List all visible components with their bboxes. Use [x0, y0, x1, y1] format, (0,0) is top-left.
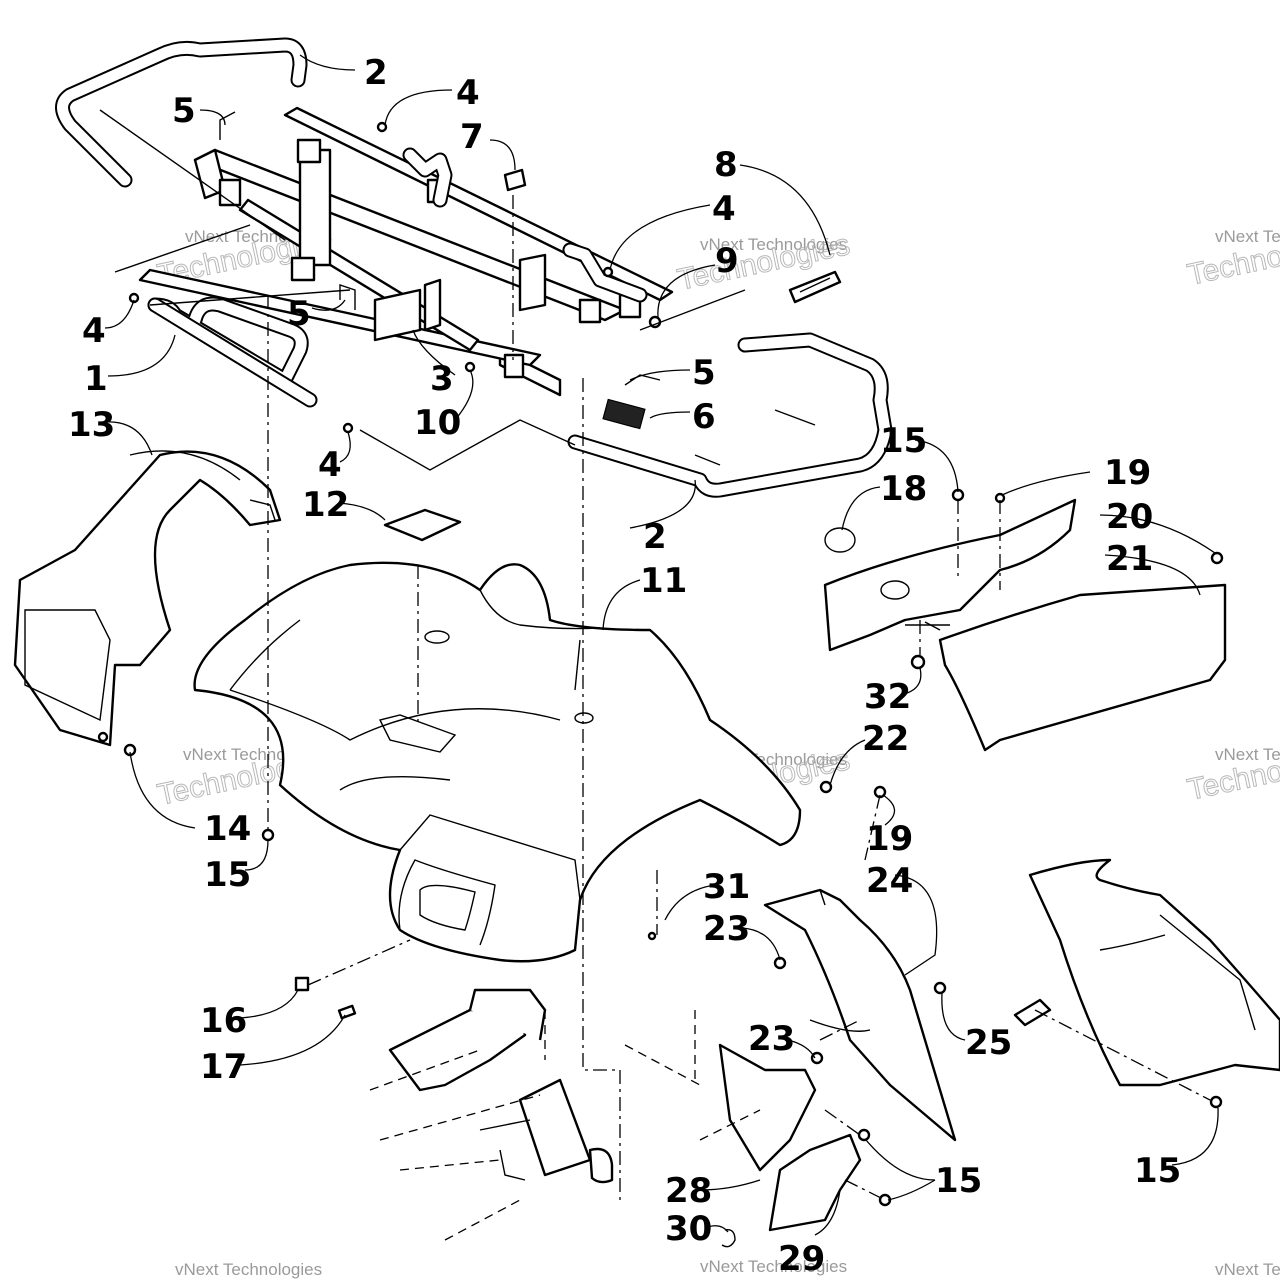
left-rear-panel [13, 450, 282, 747]
decal-part-12 [383, 508, 462, 542]
callout-label: 8 [714, 145, 738, 185]
callout-label: 4 [456, 73, 480, 113]
callout-label: 30 [665, 1209, 712, 1249]
callout-label: 11 [640, 561, 687, 601]
callout-label: 23 [703, 909, 750, 949]
callout-label: 3 [430, 359, 454, 399]
right-side-panels [823, 498, 1227, 752]
callout-label: 12 [302, 485, 349, 525]
watermark-text: vNext Technologies [175, 1260, 322, 1279]
callout-label: 20 [1106, 497, 1153, 537]
callout-label: 18 [880, 469, 927, 509]
callout-label: 22 [862, 719, 909, 759]
callout-label: 15 [204, 855, 251, 895]
callout-label: 5 [172, 91, 196, 131]
callout-label: 10 [414, 403, 461, 443]
callouts: 2 4 5 7 8 4 9 4 5 1 3 5 13 10 6 4 15 19 … [68, 53, 1181, 1279]
callout-label: 2 [364, 53, 388, 93]
rear-fender-body [193, 561, 802, 963]
rear-rack [55, 37, 893, 498]
callout-label: 9 [715, 241, 739, 281]
watermark-text: vNext Technologies [700, 1257, 847, 1276]
hardware [97, 121, 1224, 1248]
watermark-text: vNext Technologies [700, 235, 847, 254]
callout-label: 2 [643, 517, 667, 557]
callout-label: 17 [200, 1047, 247, 1087]
leader-lines [104, 54, 1219, 1236]
callout-label: 5 [287, 294, 311, 334]
watermark-text: vNext Technologies [1215, 227, 1280, 246]
callout-label: 19 [866, 819, 913, 859]
callout-label: 14 [204, 809, 251, 849]
far-right-fender-piece [1028, 858, 1280, 1087]
callout-label: 13 [68, 405, 115, 445]
callout-label: 19 [1104, 453, 1151, 493]
callout-label: 23 [748, 1019, 795, 1059]
callout-label: 15 [1134, 1151, 1181, 1191]
callout-label: 7 [460, 117, 484, 157]
watermark-text: vNext Technologies [1215, 745, 1280, 764]
callout-label: 4 [82, 311, 106, 351]
callout-label: 4 [318, 445, 342, 485]
callout-label: 4 [712, 189, 736, 229]
callout-label: 15 [935, 1161, 982, 1201]
frame-sketch [369, 988, 614, 1241]
callout-label: 25 [965, 1023, 1012, 1063]
callout-label: 16 [200, 1001, 247, 1041]
callout-label: 32 [864, 677, 911, 717]
callout-label: 31 [703, 867, 750, 907]
callout-label: 29 [778, 1239, 825, 1279]
callout-label: 1 [84, 359, 108, 399]
callout-label: 5 [692, 353, 716, 393]
callout-label: 15 [880, 421, 927, 461]
callout-label: 6 [692, 397, 716, 437]
bracket-parts-28-29 [624, 1010, 862, 1232]
mud-flap-part-24 [763, 888, 957, 1142]
watermark-text: vNext Technologies [1215, 1260, 1280, 1279]
assembly-lines [99, 109, 1211, 1201]
callout-label: 21 [1106, 539, 1153, 579]
callout-label: 28 [665, 1171, 712, 1211]
callout-label: 24 [866, 861, 913, 901]
